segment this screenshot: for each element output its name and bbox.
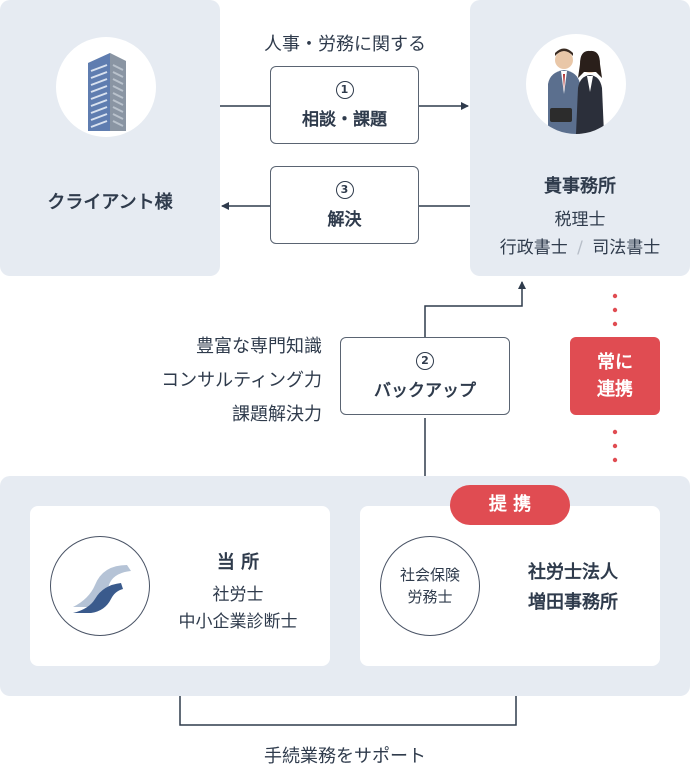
partner-circle-line1: 社会保険 [399,566,460,584]
our-office-line1: 社労士 [212,585,264,605]
dotted-link-top [612,293,618,327]
step-number: 2 [416,351,434,370]
dotted-link-bottom [612,429,618,463]
step-backup-box: 2 バックアップ [340,337,510,415]
company-logo-icon [50,536,150,636]
feature-item: 課題解決力 [232,404,322,425]
firm-line2-a: 行政書士 [499,238,568,258]
step-solution-box: 3 解決 [270,166,419,244]
building-icon [56,37,156,137]
consult-caption: 人事・労務に関する [264,34,426,55]
partner-name: 社労士法人 増田事務所 [488,558,658,618]
bottom-panel: 当 所 社労士 中小企業診断士 社会保険 労務士 社労士法人 増田事務所 [0,476,690,696]
firm-line2-b: 司法書士 [592,238,661,258]
feature-item: 豊富な専門知識 [196,336,322,357]
step-label: 解決 [327,209,362,230]
step-number: 1 [335,80,354,99]
partner-name-line1: 社労士法人 [528,562,618,583]
step-label: 相談・課題 [302,109,387,130]
partner-circle: 社会保険 労務士 [380,536,480,636]
feature-item: コンサルティング力 [161,370,322,391]
step-consult-box: 1 相談・課題 [270,66,419,144]
support-caption: 手続業務をサポート [264,746,426,767]
firm-line1: 税理士 [554,210,606,230]
always-link-line2: 連携 [597,379,633,400]
always-link-line1: 常に [597,352,633,373]
our-office-line2: 中小企業診断士 [178,612,298,632]
firm-panel: 貴事務所 税理士 行政書士 / 司法書士 [470,0,690,276]
client-label: クライアント様 [47,192,173,213]
partner-circle-line2: 労務士 [407,588,453,606]
firm-title: 貴事務所 [544,176,616,197]
always-link-badge: 常に 連携 [570,337,660,415]
step-number: 3 [335,180,354,199]
partner-badge: 提 携 [450,485,570,525]
business-people-icon [526,34,626,134]
backup-features: 豊富な専門知識 コンサルティング力 課題解決力 [100,330,322,432]
partner-office-box: 社会保険 労務士 社労士法人 増田事務所 [360,506,660,666]
our-office-title: 当 所 [216,552,260,573]
firm-line2-sep: / [577,238,583,258]
partner-name-line2: 増田事務所 [528,592,618,613]
our-office-box: 当 所 社労士 中小企業診断士 [30,506,330,666]
step-label: バックアップ [374,380,476,401]
firm-line2: 行政書士 / 司法書士 [470,233,690,258]
client-panel: クライアント様 [0,0,220,276]
